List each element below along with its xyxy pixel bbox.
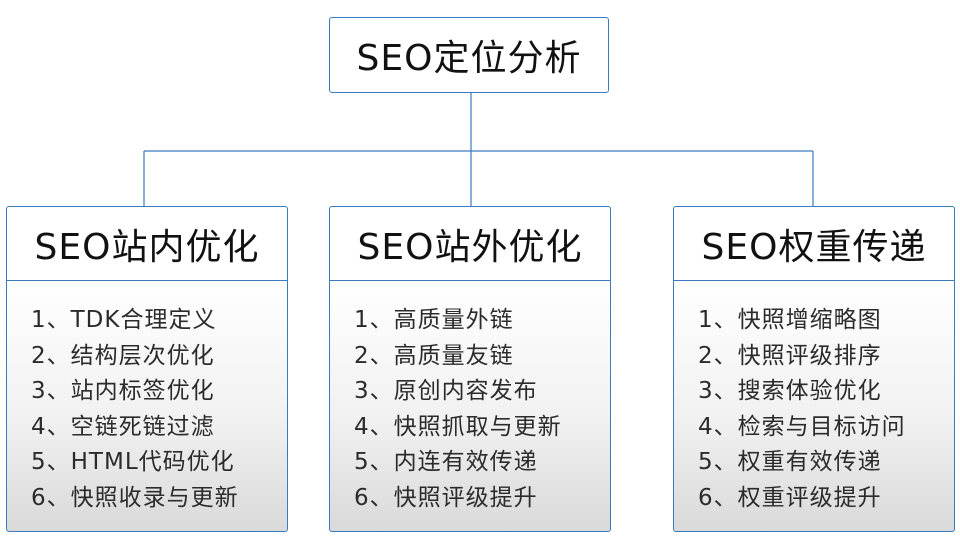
list-item: 5、权重有效传递 (698, 449, 882, 475)
branch-title-label: SEO站外优化 (357, 226, 583, 268)
list-item: 4、快照抓取与更新 (354, 413, 562, 440)
list-item: 3、原创内容发布 (354, 378, 538, 404)
root-label: SEO定位分析 (356, 38, 582, 79)
root-node: SEO定位分析 (329, 17, 609, 93)
list-item: 6、权重评级提升 (698, 484, 882, 511)
list-item: 2、高质量友链 (354, 342, 514, 369)
branch-onsite-title: SEO站内优化 (6, 206, 288, 281)
list-item: 3、搜索体验优化 (698, 378, 882, 404)
list-item: 5、内连有效传递 (354, 449, 538, 475)
branch-title-label: SEO站内优化 (34, 226, 260, 268)
list-item: 6、快照评级提升 (354, 484, 538, 511)
list-item: 6、快照收录与更新 (31, 484, 239, 511)
list-item: 1、高质量外链 (354, 307, 514, 333)
branch-weight-list: 1、快照增缩略图 2、快照评级排序 3、搜索体验优化 4、检索与目标访问 5、权… (673, 280, 955, 532)
branch-onsite-list: 1、TDK合理定义 2、结构层次优化 3、站内标签优化 4、空链死链过滤 5、H… (6, 280, 288, 532)
branch-onsite: SEO站内优化 1、TDK合理定义 2、结构层次优化 3、站内标签优化 4、空链… (6, 206, 288, 532)
list-item: 3、站内标签优化 (31, 378, 215, 404)
branch-weight-title: SEO权重传递 (673, 206, 955, 281)
branch-weight: SEO权重传递 1、快照增缩略图 2、快照评级排序 3、搜索体验优化 4、检索与… (673, 206, 955, 532)
list-item: 5、HTML代码优化 (31, 449, 235, 475)
list-item: 2、快照评级排序 (698, 342, 882, 369)
branch-offsite-list: 1、高质量外链 2、高质量友链 3、原创内容发布 4、快照抓取与更新 5、内连有… (329, 280, 611, 532)
branch-offsite: SEO站外优化 1、高质量外链 2、高质量友链 3、原创内容发布 4、快照抓取与… (329, 206, 611, 532)
list-item: 4、检索与目标访问 (698, 413, 906, 440)
branch-title-label: SEO权重传递 (701, 226, 927, 268)
list-item: 1、快照增缩略图 (698, 307, 882, 333)
list-item: 4、空链死链过滤 (31, 413, 215, 440)
list-item: 2、结构层次优化 (31, 342, 215, 369)
branch-offsite-title: SEO站外优化 (329, 206, 611, 281)
list-item: 1、TDK合理定义 (31, 307, 217, 333)
